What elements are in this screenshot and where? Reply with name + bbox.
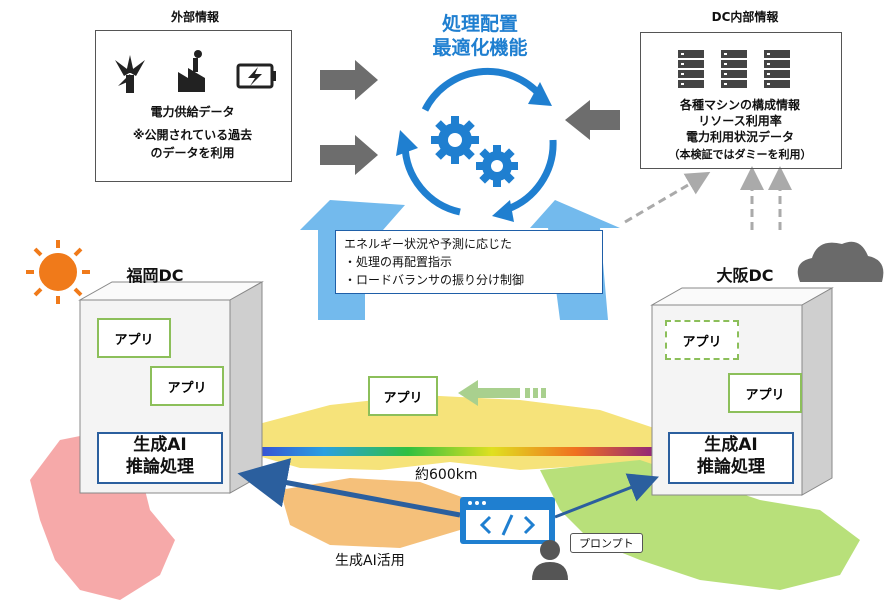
optimization-icon <box>401 67 557 216</box>
center-title-line1: 処理配置 <box>441 13 518 35</box>
optimization-callout: エネルギー状況や予測に応じた ・処理の再配置指示 ・ロードバランサの振り分け制御 <box>335 230 603 294</box>
internal-line2: リソース利用率 <box>698 114 782 128</box>
external-line1: 電力供給データ <box>150 105 235 119</box>
center-title: 処理配置 最適化機能 <box>400 12 560 60</box>
osaka-app-1: アプリ <box>665 320 739 360</box>
gear-icon <box>431 116 518 187</box>
osaka-ai-inference: 生成AI 推論処理 <box>668 432 794 484</box>
center-title-line2: 最適化機能 <box>432 37 528 59</box>
callout-line1: エネルギー状況や予測に応じた <box>344 237 513 251</box>
usage-label: 生成AI活用 <box>335 553 405 569</box>
arrow-internal <box>565 100 620 140</box>
windmill-icon <box>115 55 145 93</box>
code-window-icon <box>460 497 555 544</box>
internal-line4: （本検証ではダミーを利用） <box>668 148 812 161</box>
external-info-header: 外部情報 <box>170 10 219 24</box>
internal-line1: 各種マシンの構成情報 <box>679 98 800 112</box>
osaka-ai-line1: 生成AI <box>704 435 758 455</box>
network-link-bar <box>240 447 660 456</box>
fukuoka-ai-inference: 生成AI 推論処理 <box>97 432 223 484</box>
external-info-doc <box>95 30 292 182</box>
external-line3: のデータを利用 <box>150 146 235 160</box>
cloud-icon <box>797 241 884 282</box>
fukuoka-ai-line1: 生成AI <box>133 435 187 455</box>
callout-line2: ・処理の再配置指示 <box>344 255 453 269</box>
distance-label: 約600km <box>415 467 478 483</box>
map-chugoku <box>255 395 660 470</box>
user-icon <box>532 540 568 580</box>
internal-line3: 電力利用状況データ <box>685 130 794 144</box>
fukuoka-dc-label: 福岡DC <box>126 266 184 285</box>
internal-info-doc <box>640 32 842 169</box>
osaka-app-2: アプリ <box>728 373 802 413</box>
sun-icon <box>26 240 90 304</box>
app-move-arrow <box>458 380 520 406</box>
osaka-ai-line2: 推論処理 <box>697 457 765 477</box>
internal-info-header: DC内部情報 <box>711 10 779 24</box>
prompt-bubble: プロンプト <box>570 533 643 553</box>
osaka-dc-label: 大阪DC <box>716 266 774 285</box>
arrow-external-top <box>320 60 378 100</box>
arrow-external-bottom <box>320 135 378 175</box>
fukuoka-app-1: アプリ <box>97 318 171 358</box>
callout-line3: ・ロードバランサの振り分け制御 <box>344 273 525 287</box>
moving-app: アプリ <box>368 376 438 416</box>
external-line2: ※公開されている過去 <box>132 128 253 142</box>
battery-icon <box>236 63 276 89</box>
map-shikoku <box>280 478 470 548</box>
server-icon <box>678 50 790 88</box>
fukuoka-ai-line2: 推論処理 <box>126 457 194 477</box>
factory-icon <box>178 50 205 92</box>
fukuoka-app-2: アプリ <box>150 366 224 406</box>
